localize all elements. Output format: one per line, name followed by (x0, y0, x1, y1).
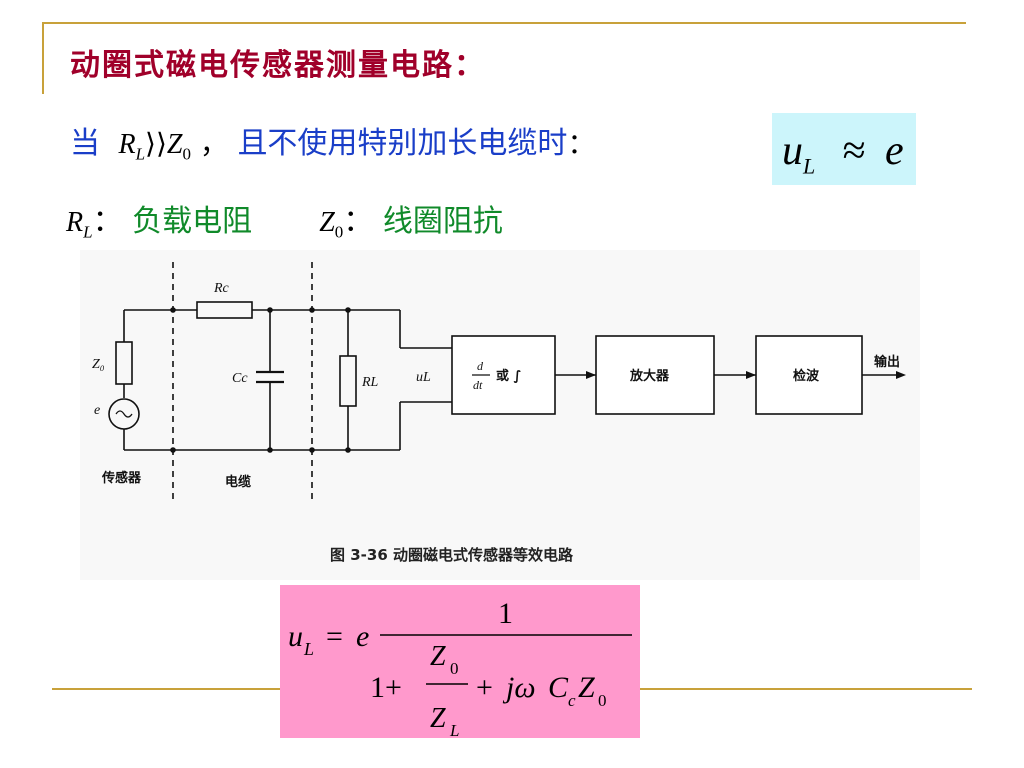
formula-c-sub: c (568, 691, 576, 710)
formula-one-plus: 1+ (370, 671, 402, 704)
circuit-diagram: Z₀ e Rc Cc RL uL d dt 或 ∫ 放大器 检波 输出 传感器 … (92, 262, 906, 500)
detector-block (755, 335, 863, 415)
condition-prefix: 当 (70, 126, 100, 161)
left-rule (42, 22, 44, 94)
cable-label: 电缆 (225, 474, 251, 490)
formula-e: e (356, 620, 369, 653)
figure-caption: 图 3-36 动圈磁电式传感器等效电路 (330, 546, 573, 564)
bottom-rule-left (52, 688, 280, 690)
rc-resistor (196, 301, 253, 319)
formula-equals: = (326, 620, 343, 653)
bottom-rule-right (640, 688, 972, 690)
amplifier-block (595, 335, 715, 415)
condition-expression: RL⟩⟩Z0 (118, 129, 191, 164)
z0-label: Z₀ (92, 357, 105, 372)
formula-lhs-sub: L (303, 639, 314, 659)
rc-label: Rc (213, 281, 230, 296)
transfer-formula: u L = e 1 1+ Z 0 Z L + jω C c Z 0 (288, 597, 632, 738)
transfer-formula-box: u L = e 1 1+ Z 0 Z L + jω C c Z 0 (280, 585, 640, 738)
amplifier-label: 放大器 (629, 368, 670, 384)
rl-label: RL (361, 375, 379, 390)
or-integral-label: 或 ∫ (496, 368, 522, 384)
cc-label: Cc (232, 371, 248, 386)
condition-comma: ， (199, 127, 228, 160)
formula-zl: Z (430, 703, 446, 734)
z0-description: 线圈阻抗 (382, 204, 503, 239)
formula-z0b-sub: 0 (598, 691, 607, 710)
formula-z0b: Z (578, 671, 595, 704)
rl-colon: ： (92, 204, 123, 239)
sensor-label: 传感器 (101, 470, 142, 486)
formula-numerator: 1 (498, 597, 513, 630)
formula-z0-sub: 0 (450, 659, 459, 678)
formula-zl-sub: L (449, 721, 459, 738)
e-label: e (94, 403, 100, 418)
output-label: 输出 (874, 354, 900, 370)
formula-plus: + (476, 671, 493, 704)
z0-colon: ： (343, 204, 374, 239)
condition-colon: ： (567, 127, 596, 160)
dt-label: dt (473, 378, 483, 392)
formula-lhs-u: u (288, 620, 303, 653)
formula-c: C (548, 671, 569, 704)
d-label: d (477, 359, 484, 373)
rl-description: 负载电阻 (132, 204, 253, 239)
z0-impedance (115, 341, 133, 385)
rl-resistor (339, 355, 357, 407)
approximation-box: uL ≈ e (772, 113, 916, 185)
top-rule (42, 22, 966, 24)
definitions-line: RL： 负载电阻 Z0： 线圈阻抗 (66, 196, 503, 243)
condition-text: 且不使用特别加长电缆时 (237, 126, 568, 161)
circuit-figure: Z₀ e Rc Cc RL uL d dt 或 ∫ 放大器 检波 输出 传感器 … (80, 250, 920, 580)
ul-label: uL (416, 370, 431, 385)
formula-j-omega: jω (502, 671, 536, 704)
rl-symbol: RL (66, 207, 93, 242)
approximation-equation: uL ≈ e (782, 128, 904, 179)
condition-line: 当 RL⟩⟩Z0 ， 且不使用特别加长电缆时： (70, 118, 595, 165)
z0-symbol: Z0 (319, 207, 344, 242)
detector-label: 检波 (793, 368, 820, 384)
formula-z0: Z (430, 641, 446, 672)
slide-title: 动圈式磁电传感器测量电路： (70, 48, 486, 83)
